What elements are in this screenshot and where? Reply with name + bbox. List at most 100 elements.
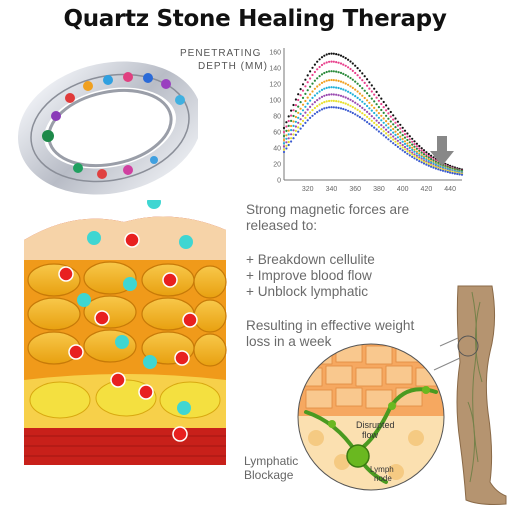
series-4-point xyxy=(403,142,407,145)
series-4-point xyxy=(363,102,366,105)
x-tick-label: 380 xyxy=(373,186,385,193)
series-4-point xyxy=(425,158,428,161)
series-7-point xyxy=(401,149,404,152)
series-6-point xyxy=(330,99,333,102)
series-6-point xyxy=(323,101,326,104)
series-7-point xyxy=(373,126,376,129)
series-1-point xyxy=(330,60,333,63)
series-1-point xyxy=(318,65,321,69)
series-3-point xyxy=(290,124,293,128)
series-1-point xyxy=(323,62,326,65)
series-4-point xyxy=(344,89,347,92)
series-5-point xyxy=(411,151,414,154)
series-0-point xyxy=(370,84,373,87)
series-7-point xyxy=(387,138,390,141)
series-4-point xyxy=(413,150,416,153)
series-7-point xyxy=(335,106,338,109)
series-5-point xyxy=(377,121,380,124)
gem-stones xyxy=(42,72,185,179)
series-6-point xyxy=(425,161,428,164)
series-4-point xyxy=(380,119,383,122)
series-4-point xyxy=(339,87,343,90)
series-5-point xyxy=(347,97,350,100)
intro-line-2: released to: xyxy=(246,218,318,233)
series-0-point xyxy=(392,114,395,117)
series-7-point xyxy=(313,112,316,115)
series-6-point xyxy=(401,146,404,149)
series-5-point xyxy=(358,104,361,108)
series-7-point xyxy=(437,168,440,171)
series-1-point xyxy=(382,106,385,109)
series-5-point xyxy=(351,100,354,103)
y-tick-label: 40 xyxy=(273,146,281,153)
series-6-point xyxy=(356,108,359,111)
series-6-point xyxy=(354,107,357,110)
series-0-point xyxy=(375,90,378,93)
series-3-point xyxy=(292,120,295,123)
bullet-breakdown-cellulite: + Breakdown cellulite xyxy=(246,252,375,267)
series-1-point xyxy=(370,90,373,93)
series-4-point xyxy=(351,93,354,96)
series-7-point xyxy=(392,142,395,145)
series-1-point xyxy=(403,133,407,136)
series-0-point xyxy=(313,63,316,66)
series-4-point xyxy=(349,91,352,95)
series-1-point xyxy=(396,124,399,127)
series-1-point xyxy=(413,143,416,146)
series-7-point xyxy=(282,150,286,154)
series-2-point xyxy=(430,158,433,161)
series-0-point xyxy=(425,151,428,154)
series-6-point xyxy=(339,101,343,104)
series-3-point xyxy=(411,146,414,149)
series-2-point xyxy=(370,97,373,100)
series-0-point xyxy=(363,75,366,78)
series-7-point xyxy=(285,147,288,150)
series-6-point xyxy=(366,115,369,118)
series-5-point xyxy=(354,101,357,104)
series-0-point xyxy=(432,156,435,159)
series-5-point xyxy=(406,147,409,150)
series-0-point xyxy=(411,137,414,140)
series-1-point xyxy=(297,98,300,102)
series-1-point xyxy=(366,84,369,87)
series-7-point xyxy=(318,109,321,112)
series-0-point xyxy=(422,149,426,152)
series-1-point xyxy=(301,89,305,92)
series-2-point xyxy=(344,74,347,77)
series-7-point xyxy=(306,119,309,122)
series-7-point xyxy=(311,114,314,117)
series-1-point xyxy=(425,153,428,156)
series-5-point xyxy=(318,97,321,100)
series-7-point xyxy=(380,132,383,135)
series-1-point xyxy=(349,67,352,71)
series-5-point xyxy=(287,137,290,140)
series-3-point xyxy=(382,117,385,120)
series-7-point xyxy=(439,169,442,172)
series-2-point xyxy=(387,117,390,120)
series-3-point xyxy=(406,142,409,145)
series-6-point xyxy=(299,123,302,126)
series-0-point xyxy=(382,100,385,104)
series-2-point xyxy=(375,103,378,106)
series-0-point xyxy=(401,126,404,129)
series-4-point xyxy=(427,159,430,163)
series-4-point xyxy=(408,146,411,149)
intro-line-1: Strong magnetic forces are xyxy=(246,202,410,217)
series-1-point xyxy=(351,69,354,72)
y-tick-label: 0 xyxy=(277,178,281,185)
series-2-point xyxy=(318,75,321,78)
series-1-point xyxy=(306,81,309,84)
series-3-point xyxy=(306,96,309,99)
series-4-point xyxy=(323,87,326,90)
series-6-point xyxy=(313,106,316,110)
series-1-point xyxy=(418,147,421,150)
series-1-point xyxy=(401,130,404,133)
series-6-point xyxy=(347,103,350,106)
series-6-point xyxy=(373,121,376,124)
series-1-point xyxy=(282,130,286,134)
series-0-point xyxy=(415,142,418,145)
series-3-point xyxy=(335,79,338,82)
series-6-point xyxy=(306,114,309,117)
series-2-point xyxy=(301,96,305,99)
